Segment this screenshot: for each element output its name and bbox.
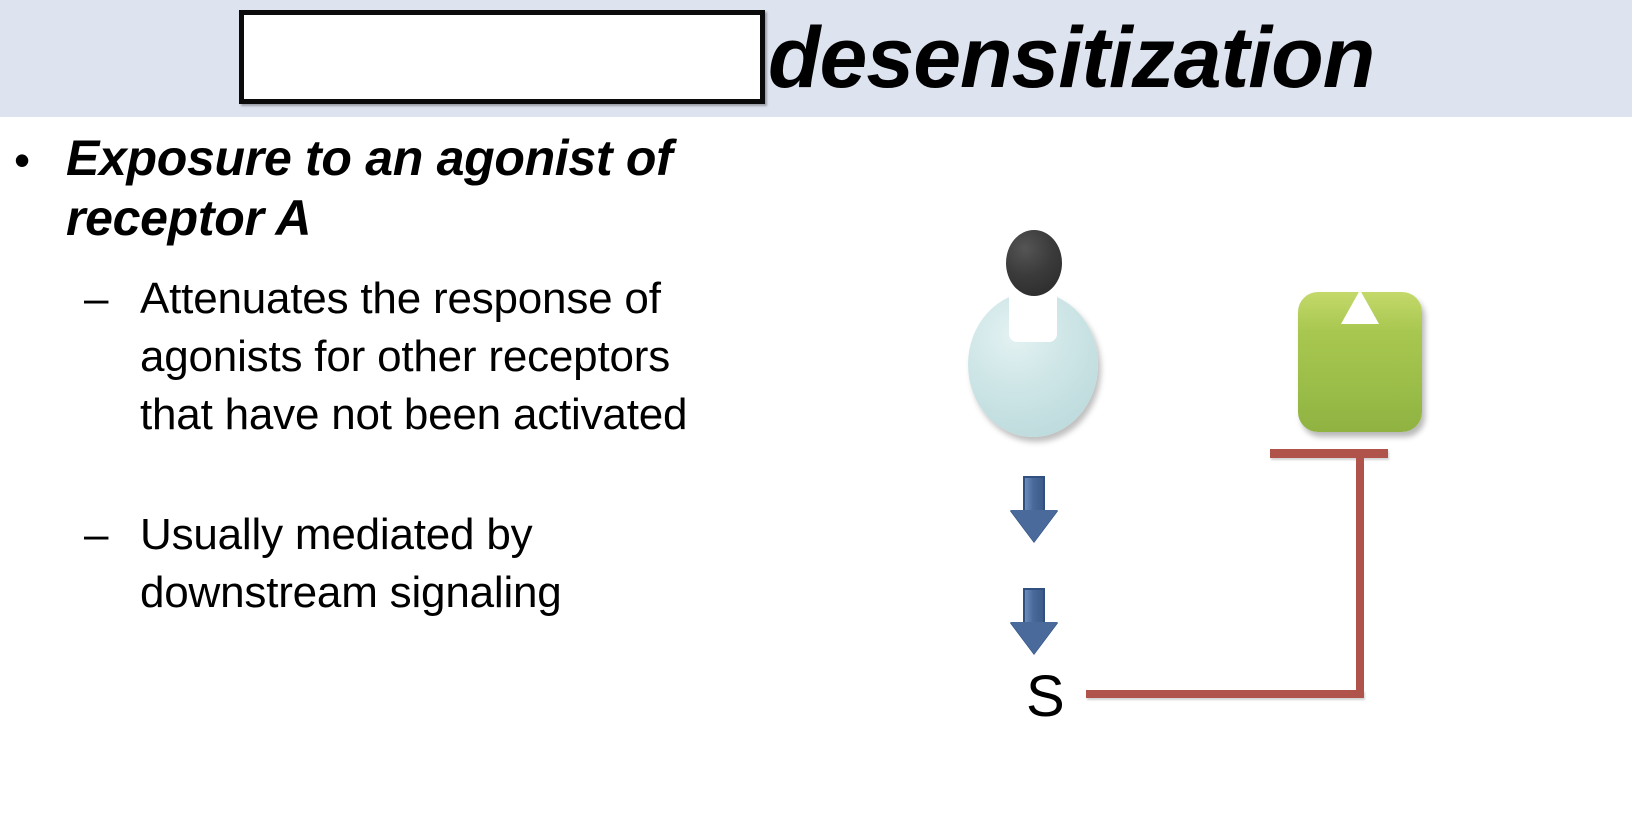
list-item-level1: • Exposure to an agonist of receptor A bbox=[0, 128, 760, 248]
level2-text: Attenuates the response of agonists for … bbox=[140, 274, 688, 439]
page-title: desensitization bbox=[768, 10, 1375, 106]
inhibition-line-vertical bbox=[1356, 449, 1364, 698]
title-band: desensitization bbox=[0, 0, 1632, 117]
arrow-head bbox=[1010, 510, 1058, 542]
signaling-diagram: S bbox=[930, 200, 1550, 760]
signal-label: S bbox=[1026, 664, 1065, 729]
list-item-level2: – Attenuates the response of agonists fo… bbox=[0, 270, 760, 444]
inhibition-bar-icon bbox=[1270, 449, 1388, 458]
body-content: • Exposure to an agonist of receptor A –… bbox=[0, 128, 760, 632]
arrow-shaft bbox=[1023, 476, 1045, 514]
inhibition-line-horizontal bbox=[1086, 690, 1364, 698]
dash-bullet-icon: – bbox=[84, 510, 109, 559]
list-item-level2: – Usually mediated by downstream signali… bbox=[0, 506, 760, 622]
title-blank-box[interactable] bbox=[239, 10, 765, 104]
level2-text: Usually mediated by downstream signaling bbox=[140, 510, 562, 617]
level1-text: Exposure to an agonist of receptor A bbox=[66, 130, 673, 246]
list-spacer bbox=[0, 454, 760, 506]
dash-bullet-icon: – bbox=[84, 274, 109, 323]
arrow-down-icon bbox=[1010, 588, 1058, 654]
receptor-b-binding-pocket-icon bbox=[1341, 290, 1379, 324]
arrow-head bbox=[1010, 622, 1058, 654]
arrow-down-icon bbox=[1010, 476, 1058, 542]
bullet-dot-icon: • bbox=[14, 134, 31, 186]
ligand-ellipse-icon bbox=[1006, 230, 1062, 296]
arrow-shaft bbox=[1023, 588, 1045, 626]
